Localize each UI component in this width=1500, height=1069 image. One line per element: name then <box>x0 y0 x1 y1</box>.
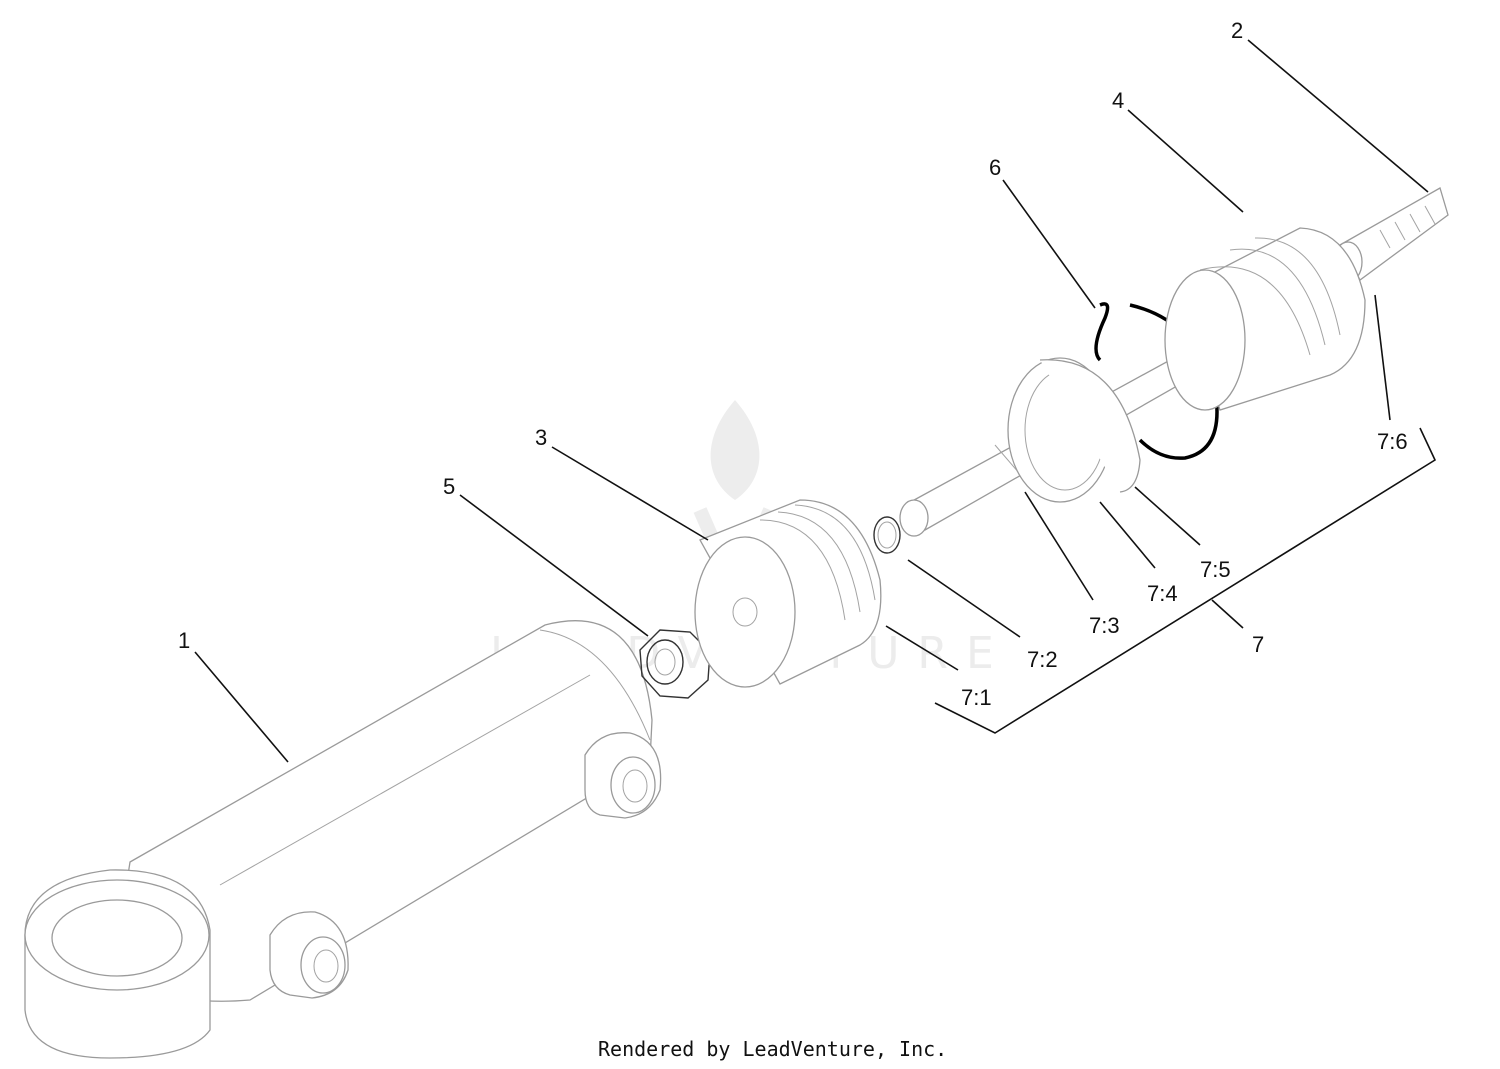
callout-7-6: 7:6 <box>1377 429 1408 454</box>
leader-6 <box>1002 179 1096 309</box>
leader-1 <box>194 651 289 763</box>
leader-7-2 <box>907 559 1021 638</box>
part-4-piston <box>1164 227 1366 411</box>
leader-5 <box>459 494 649 637</box>
leader-7-4 <box>1099 501 1156 569</box>
footer-credit: Rendered by LeadVenture, Inc. <box>598 1037 947 1061</box>
watermark-flame-icon <box>710 400 760 500</box>
callout-1: 1 <box>178 628 190 653</box>
callout-7-2: 7:2 <box>1027 647 1058 672</box>
part-1-cylinder-barrel <box>24 620 662 1059</box>
callout-7-4: 7:4 <box>1147 581 1178 606</box>
leader-7-3 <box>1024 491 1094 601</box>
callout-6: 6 <box>989 155 1001 180</box>
callout-3: 3 <box>535 425 547 450</box>
callout-7-3: 7:3 <box>1089 613 1120 638</box>
callout-7: 7 <box>1252 632 1264 657</box>
leader-7 <box>1211 599 1244 629</box>
callout-7-5: 7:5 <box>1200 557 1231 582</box>
leader-2 <box>1247 39 1429 193</box>
part-7-2-o-ring <box>873 516 901 554</box>
callout-7-1: 7:1 <box>961 685 992 710</box>
callout-2: 2 <box>1231 18 1243 43</box>
part-3-gland <box>694 499 882 688</box>
callout-labels: 1 2 3 4 5 6 7 7:1 7:2 7:3 7:4 7:5 7:6 <box>178 18 1408 710</box>
callout-5: 5 <box>443 474 455 499</box>
assembly-7-bracket <box>934 427 1437 734</box>
leader-3 <box>551 446 709 541</box>
part-7-5-ring <box>1039 359 1141 493</box>
leader-7-1 <box>885 625 959 671</box>
part-5-hex-nut <box>639 629 711 699</box>
leader-lines <box>194 39 1437 763</box>
callout-4: 4 <box>1112 88 1124 113</box>
leader-7-5 <box>1134 486 1201 546</box>
leader-7-6 <box>1374 294 1391 421</box>
leader-4 <box>1127 109 1244 213</box>
